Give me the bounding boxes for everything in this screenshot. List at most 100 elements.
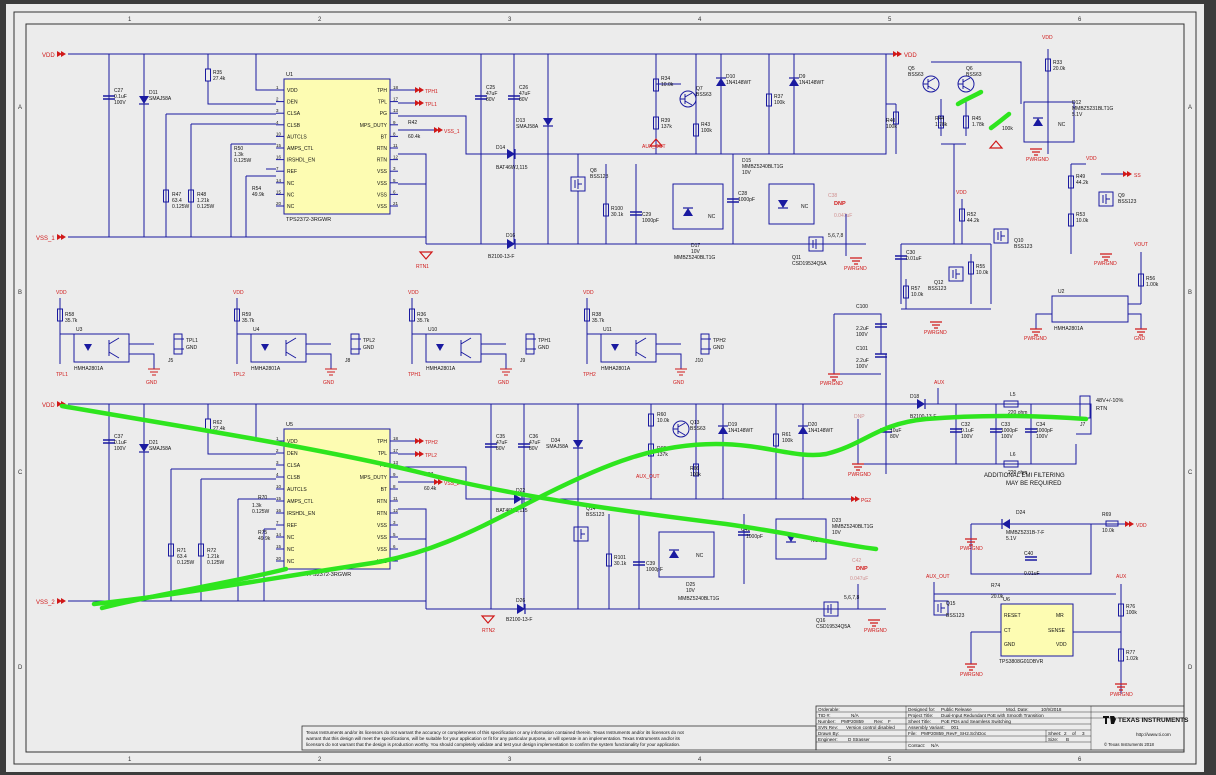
ic-pin-name: CLSB [287,123,301,129]
r45-value: 1.78k [972,122,985,128]
opto-connector-ref: J9 [520,358,526,364]
r49-value: 44.2k [1076,180,1089,186]
d12-part: MMBZ5231BLT1G [1072,106,1113,112]
r33-ref: R33 [1053,60,1062,66]
r37-ref: R37 [774,94,783,100]
r40-value: 100k [886,124,897,130]
r69-ref: R69 [1102,512,1111,518]
c33-value: 1000pF [1001,428,1018,434]
tb-url: http://www.ti.com [1136,732,1171,737]
tb-designed-for-value: Public Release [941,707,972,712]
ic-pin-name: MPS_DUTY [360,123,388,129]
d17-block [672,183,724,230]
tb-sheet-of: of [1072,731,1077,736]
tb-number-value: PMP20859 [841,719,864,724]
q14-part: BSS123 [586,512,605,518]
d9-ref: D9 [799,74,806,80]
opto-part: HMHA2801A [251,366,281,372]
r45-ref: R45 [972,116,981,122]
ic-pin-name: NC [287,547,295,553]
opto-ref: U3 [76,327,83,333]
r56-value: 1.00k [1146,282,1159,288]
l5-inductor [1003,400,1019,408]
c38-dnp: DNP [834,201,846,207]
opto-connector [700,333,710,355]
grid-row-label: B [1188,290,1192,296]
d24-part: MMBZ5231B-7-F [1006,530,1044,536]
r49-ref: R49 [1076,174,1085,180]
q6-part: BSS63 [966,72,982,78]
opto-body [250,333,307,363]
opto-connector-ref: J10 [695,358,703,364]
ic-pin-name: RTN [377,146,388,152]
d10-ref: D10 [726,74,735,80]
tb-tid: TID #: [818,713,831,718]
c27-voltage: 100V [114,100,126,106]
c26-voltage: 80V [519,97,529,103]
ic-pin-name: VSS [377,169,388,175]
pwrgnd-label-3: PWRGND [1094,261,1117,267]
opto-tp-label: TPL2 [363,338,375,344]
d18-ref: D18 [910,394,919,400]
q15-ref: Q15 [946,601,956,607]
c30-value: 0.01uF [906,256,922,262]
d24-voltage: 5.1V [1006,536,1017,542]
pg2-net-label: PG2 [861,498,871,504]
c42-ref: C42 [852,558,861,564]
tph1-net-label: TPH1 [425,89,438,95]
pwrgnd-label-4: PWRGND [924,330,947,336]
annotation-curve-1 [59,403,879,552]
r55-ref: R55 [976,264,985,270]
q16-part: CSD19534Q5A [816,624,851,630]
r44-value: 1.78k [935,122,948,128]
tb-tid-value: N/A [851,713,860,718]
c31-value: 10uF [890,428,901,434]
d11-part: SMAJ58A [149,96,172,102]
u6-pin-mr: MR [1056,613,1064,619]
r62-value: 27.4k [213,426,226,432]
pwrgnd-label-9: PWRGND [1110,692,1133,698]
ic-pin-name: BT [381,134,387,140]
c26-ref: C26 [519,85,528,91]
r54-value: 49.9k [252,192,265,198]
opto-gnd-net: GND [323,380,335,386]
ic-pin-number: 3 [276,108,279,113]
c101-value: 2.2uF [856,358,869,364]
pwrgnd-label-5: PWRGND [820,381,843,387]
ic-pin-number: 15 [276,143,282,148]
vdd-net-label: VDD [42,53,55,59]
opto-resistor-value: 35.7k [242,318,255,324]
tb-sheet: Sheet: [1048,731,1061,736]
q14-ref: Q14 [586,506,596,512]
r53-value: 10.0k [1076,218,1089,224]
ic-pin-name: CLSA [287,111,301,117]
r60-ref: R60 [657,412,666,418]
d25-nc: NC [696,553,704,559]
q5-part: BSS63 [908,72,924,78]
tb-drawn: Drawn By: [818,731,839,736]
grid-column-label: 3 [508,17,512,23]
j7-connector [1079,395,1091,419]
tb-copyright: © Texas Instruments 2018 [1104,742,1155,747]
ic-pin-name: VSS [377,192,388,198]
u1-pins: 1VDD2DEN3CLSA4CLSB10AUTCLS15AMPS_CTL16IR… [276,85,399,210]
gnd-label-u2: GND [1134,336,1146,342]
c37-ref: C37 [114,434,123,440]
opto-resistor [409,308,415,322]
ic-pin-name: CLSB [287,475,301,481]
r46-value: 100k [1002,126,1013,132]
opto-tp-label: TPL1 [186,338,198,344]
ic-pin-number: 16 [276,508,282,513]
d10-part: 1N4148WT [726,80,751,86]
grid-column-label: 4 [698,17,702,23]
u1-ic-body [283,78,391,215]
q11-ref: Q11 [792,255,801,261]
d23-ref: D23 [832,518,841,524]
vss2-mps-label: VSS_2 [444,481,460,487]
vdd-label-r69: VDD [1136,523,1147,529]
r33-value: 20.0k [1053,66,1066,72]
c35-ref: C35 [496,434,505,440]
r101-value: 30.1k [614,561,627,567]
grid-row-label: D [1188,665,1193,671]
c100-value: 2.2uF [856,326,869,332]
